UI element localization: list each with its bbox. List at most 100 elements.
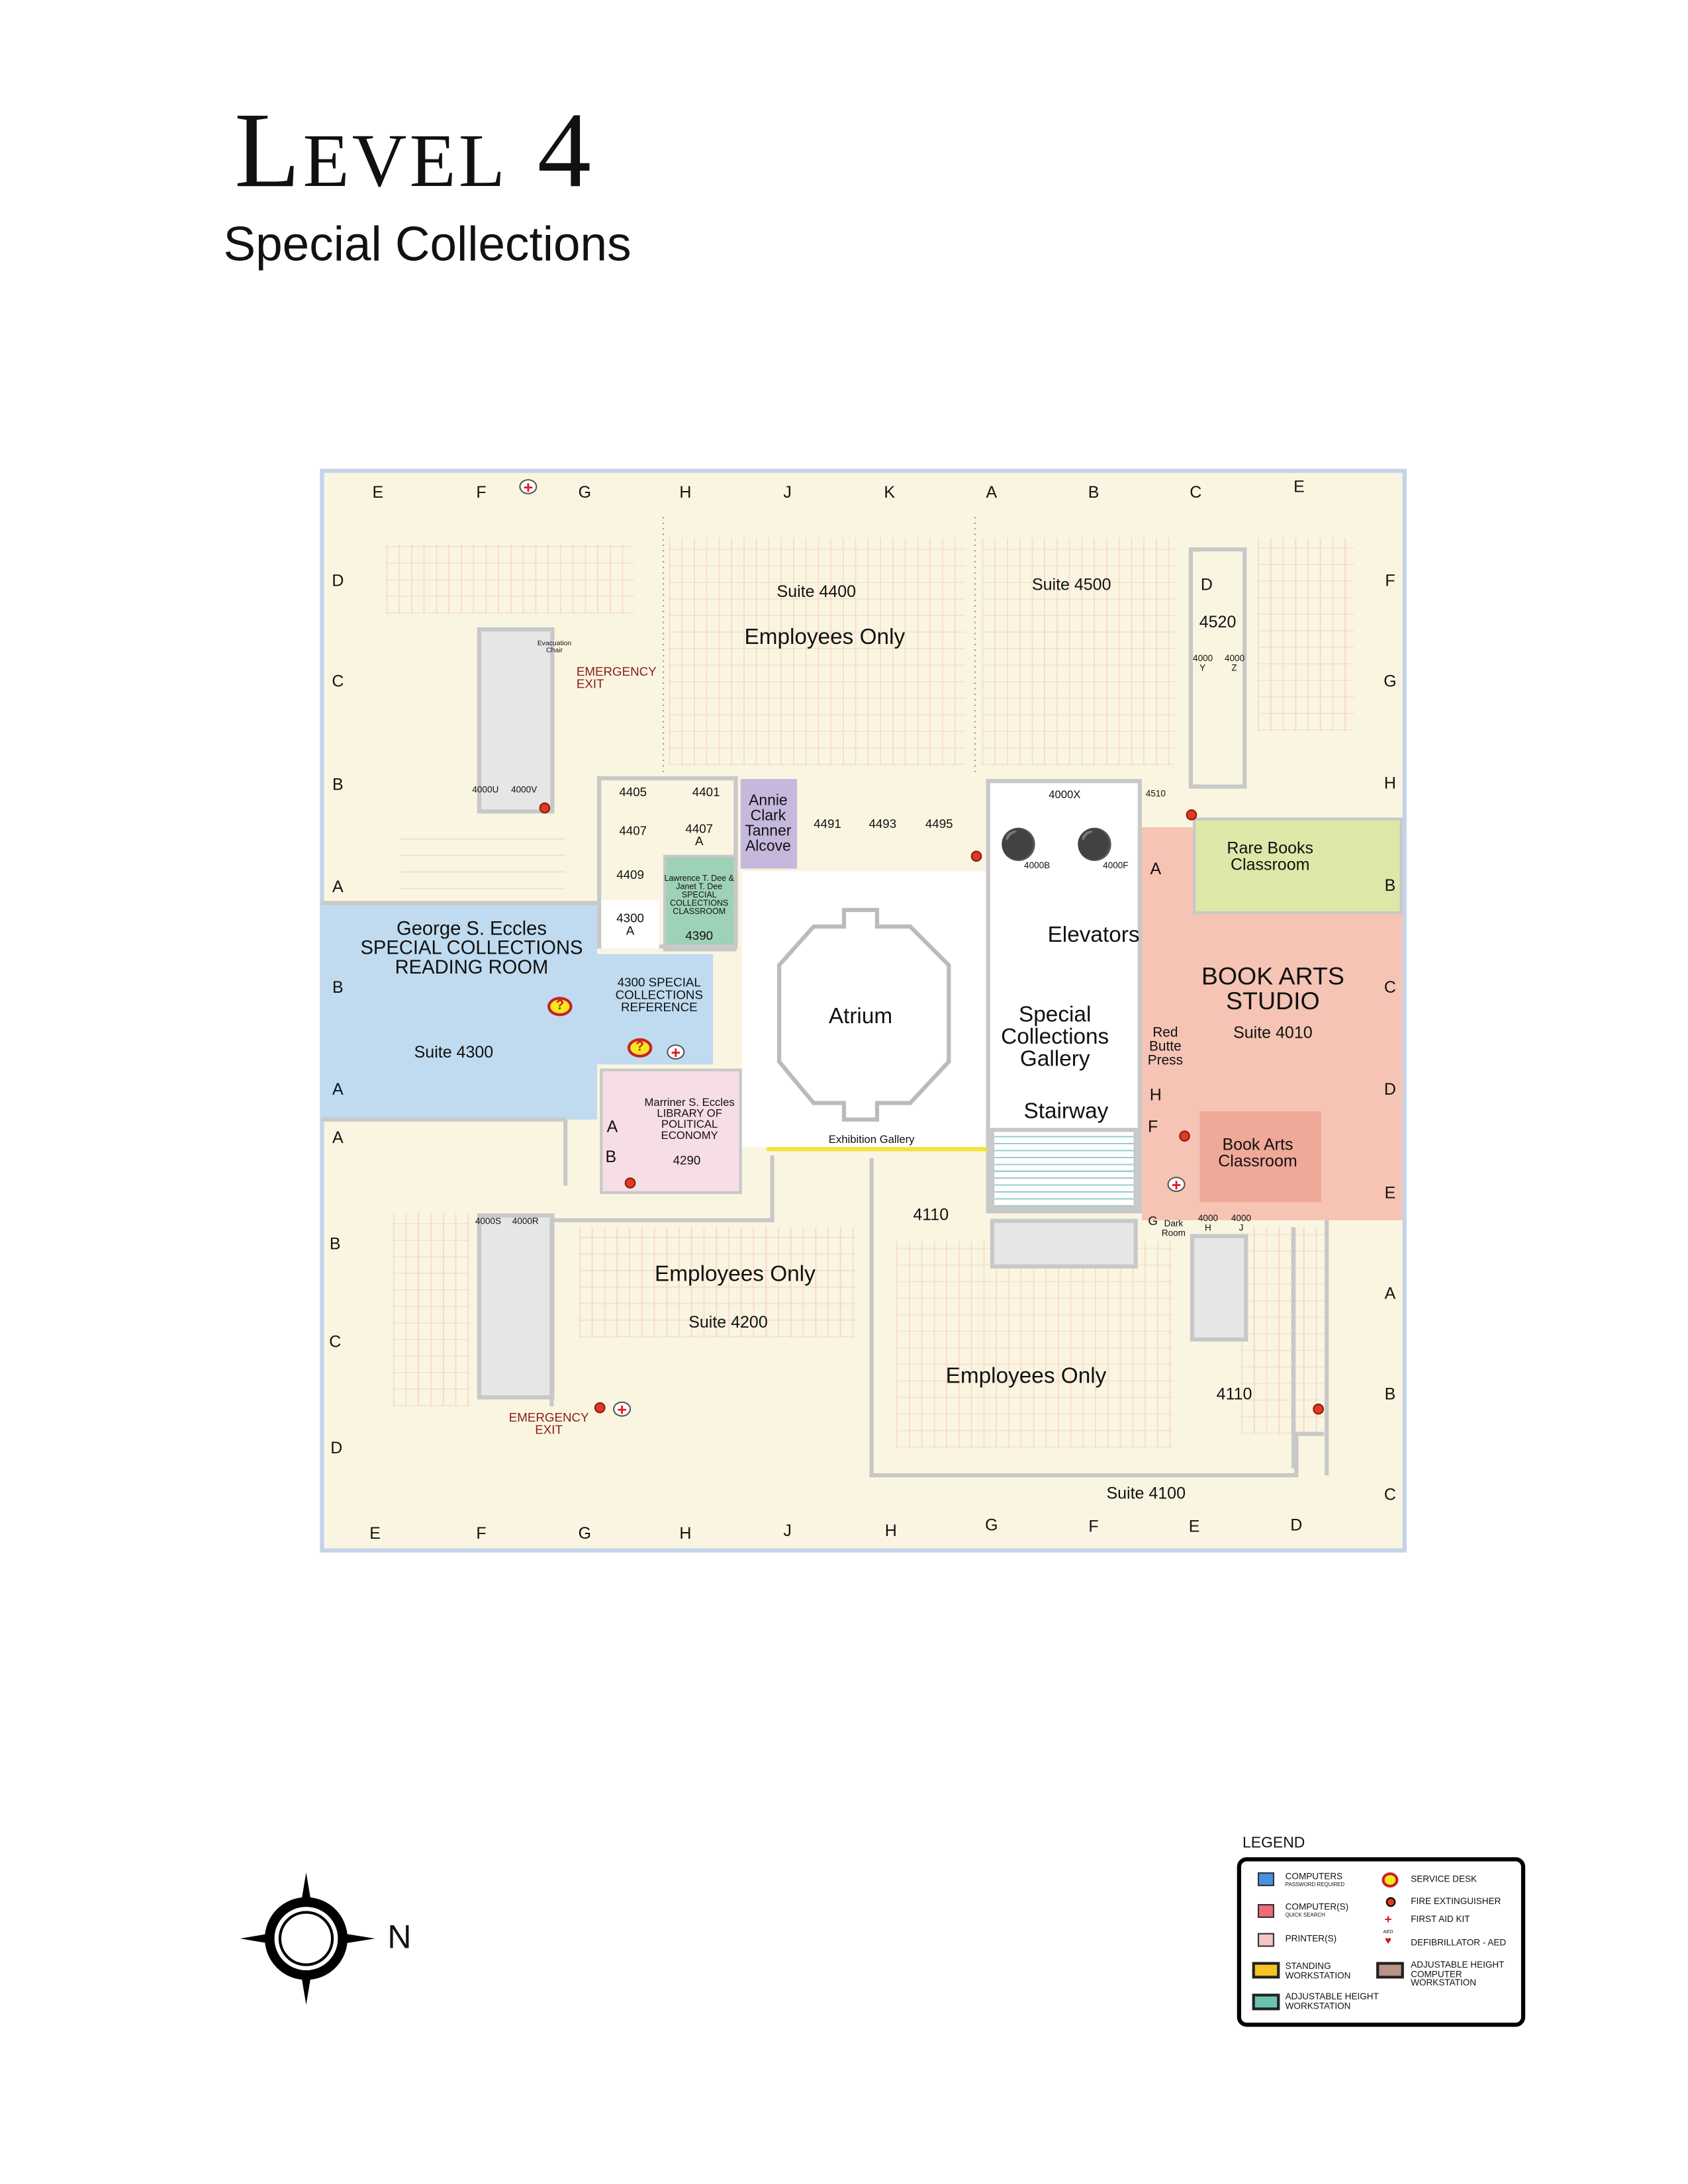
bay-label: J <box>783 482 792 502</box>
label-room-4290: 4290 <box>673 1153 701 1167</box>
label-dark-room: Dark Room <box>1161 1219 1186 1238</box>
shelving <box>1257 537 1354 731</box>
label-room-b-mid: B <box>605 1147 617 1167</box>
label-room-4110-left: 4110 <box>913 1205 949 1224</box>
legend-title: LEGEND <box>1243 1835 1305 1852</box>
label-evacuation-chair: Evacuation Chair <box>537 639 572 655</box>
small-rooms-block <box>597 776 738 949</box>
label-book-arts-studio: BOOK ARTS STUDIO <box>1201 962 1344 1015</box>
bay-label: A <box>986 482 998 502</box>
first-aid-icon: + <box>613 1401 632 1418</box>
bay-label: G <box>578 482 592 502</box>
first-aid-icon: + <box>667 1044 685 1061</box>
wall <box>869 1158 1324 1478</box>
label-reading-room: George S. Eccles SPECIAL COLLECTIONS REA… <box>360 917 583 978</box>
bay-label: B <box>1384 1384 1396 1404</box>
label-room-4000y: 4000 Y <box>1193 654 1213 673</box>
bay-label: B <box>332 774 344 794</box>
label-room-4000x: 4000X <box>1049 788 1081 801</box>
atrium-outline <box>776 907 951 1122</box>
bay-label: B <box>332 978 344 997</box>
bay-label: C <box>332 671 344 691</box>
label-reference: 4300 SPECIAL COLLECTIONS REFERENCE <box>615 975 703 1015</box>
bay-label: H <box>1383 773 1396 793</box>
label-room-4000s: 4000S <box>475 1217 502 1227</box>
fire-extinguisher-icon <box>594 1402 606 1414</box>
label-stairway: Stairway <box>1023 1100 1109 1124</box>
political-economy-area <box>600 1068 742 1195</box>
shelving <box>982 537 1175 766</box>
bay-label: F <box>476 482 487 502</box>
bay-label: F <box>1088 1516 1099 1536</box>
bay-label: E <box>372 482 384 502</box>
bay-label: E <box>369 1524 381 1543</box>
service-desk-icon <box>1382 1872 1399 1888</box>
computer-blue-icon <box>1257 1872 1274 1886</box>
label-room-4493: 4493 <box>868 817 897 831</box>
rare-books-area <box>1193 817 1403 915</box>
label-room-4000j: 4000 J <box>1231 1214 1252 1233</box>
bay-label: C <box>1190 482 1202 502</box>
bay-label: D <box>1290 1515 1303 1535</box>
service-desk-icon: ? <box>547 997 573 1017</box>
standing-workstation-icon <box>1252 1962 1280 1979</box>
label-employees-only-top: Employees Only <box>744 625 906 650</box>
annie-alcove-area <box>740 779 798 869</box>
label-room-4000f: 4000F <box>1103 861 1129 872</box>
label-room-4110-right: 4110 <box>1216 1384 1252 1404</box>
bay-label: D <box>330 1437 343 1458</box>
bay-label: G <box>578 1524 592 1543</box>
legend-item-adjustable-computer-workstation: ADJUSTABLE HEIGHT COMPUTER WORKSTATION <box>1411 1960 1505 1989</box>
bay-label: D <box>332 570 344 590</box>
bay-label: H <box>679 1524 692 1543</box>
label-room-g-right: G <box>1148 1214 1158 1228</box>
label-room-a-right: A <box>1150 858 1162 879</box>
computer-pink-icon <box>1257 1904 1274 1918</box>
label-room-4405: 4405 <box>619 785 647 799</box>
shelving <box>579 1227 855 1338</box>
bay-label: K <box>884 482 896 502</box>
stair-core <box>990 1218 1138 1269</box>
label-dee-classroom: Lawrence T. Dee & Janet T. Dee SPECIAL C… <box>664 875 734 917</box>
page-title: Level 4 <box>234 89 594 210</box>
page-subtitle: Special Collections <box>223 218 632 272</box>
label-suite-4500: Suite 4500 <box>1031 574 1111 594</box>
fire-extinguisher-icon <box>1186 809 1197 821</box>
shelving <box>386 544 635 614</box>
label-room-4390: 4390 <box>685 929 714 942</box>
label-emergency-exit-top: EMERGENCY EXIT <box>576 664 657 691</box>
adjustable-workstation-icon <box>1252 1993 1280 2011</box>
adjustable-computer-workstation-icon <box>1376 1962 1404 1979</box>
fire-extinguisher-icon <box>970 850 982 862</box>
label-room-4409: 4409 <box>616 868 644 882</box>
legend-item-service-desk: SERVICE DESK <box>1411 1875 1477 1885</box>
label-suite-4100: Suite 4100 <box>1106 1483 1186 1503</box>
stair-core-left-top <box>477 627 555 814</box>
label-room-4407: 4407 <box>619 823 647 838</box>
label-exhibition-gallery: Exhibition Gallery <box>828 1133 915 1146</box>
label-room-h-right: H <box>1149 1085 1162 1105</box>
room-4520-block <box>1188 547 1247 789</box>
compass-north-label: N <box>387 1919 412 1957</box>
label-room-a-mid: A <box>606 1116 618 1136</box>
fire-extinguisher-icon <box>624 1177 636 1189</box>
label-employees-only-bottom-right: Employees Only <box>945 1365 1107 1388</box>
bay-label: C <box>1383 978 1396 997</box>
label-room-4491: 4491 <box>814 817 841 831</box>
compass-icon <box>240 1872 375 2005</box>
label-atrium: Atrium <box>828 1005 893 1029</box>
aed-icon: AED♥ <box>1383 1929 1393 1946</box>
label-room-4401: 4401 <box>692 785 720 799</box>
fire-extinguisher-icon <box>539 802 551 814</box>
bay-label: D <box>1383 1079 1396 1099</box>
bay-label: C <box>1383 1484 1396 1504</box>
label-room-4495: 4495 <box>925 817 953 831</box>
bay-label: A <box>332 1128 344 1148</box>
label-room-4000r: 4000R <box>512 1217 539 1227</box>
bay-label: E <box>1384 1183 1396 1203</box>
label-employees-only-bottom-left: Employees Only <box>655 1263 816 1287</box>
stairway-area <box>990 1128 1138 1211</box>
